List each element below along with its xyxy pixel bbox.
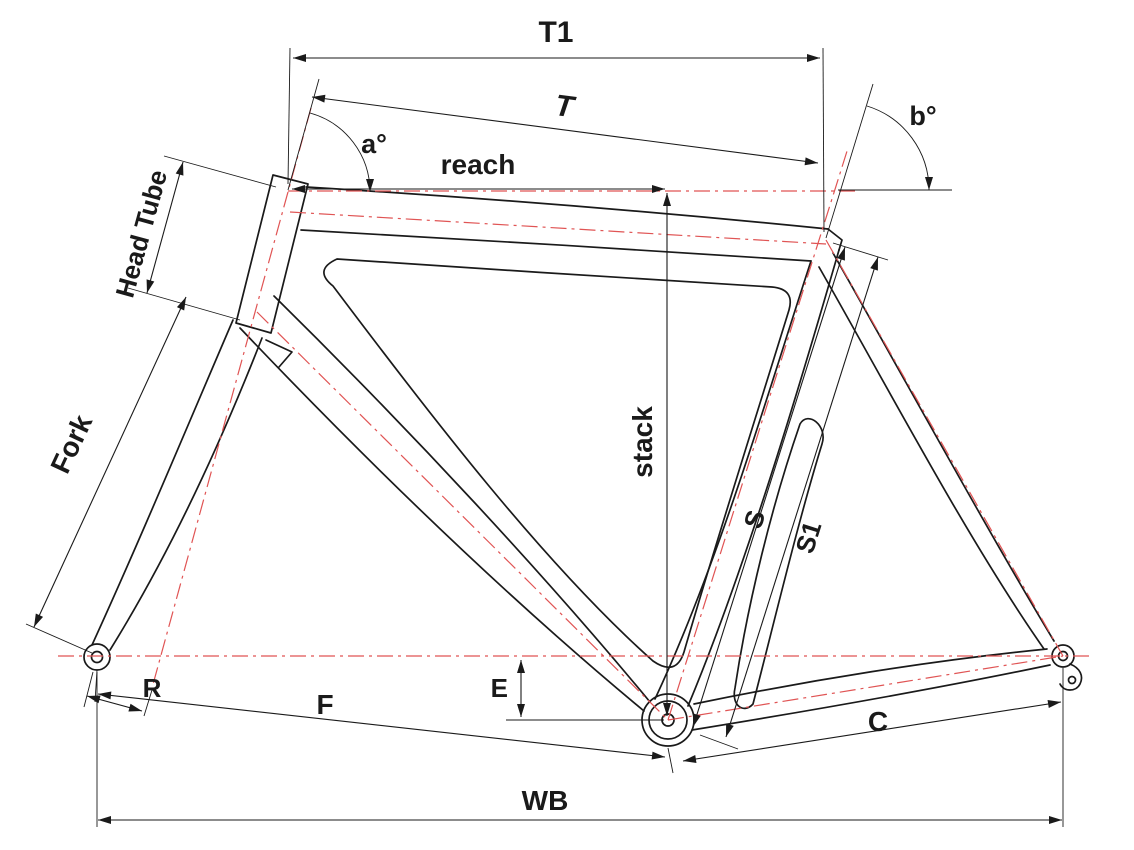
top-tube-lower-edge (300, 229, 812, 262)
dim-f (97, 691, 666, 760)
frame-outline (83, 174, 1083, 747)
down-tube-lower-edge (239, 327, 645, 712)
seat-tube-rear-edge (687, 249, 840, 707)
label-angle-a: a° (361, 129, 387, 159)
dim-t (311, 94, 819, 166)
down-tube-upper-edge (273, 295, 651, 703)
fork-blade-inner-edge (109, 337, 263, 651)
dimension-lines (33, 54, 1062, 824)
label-r: R (143, 673, 162, 703)
bb-lower-extension (667, 747, 674, 774)
seat-cluster (827, 228, 843, 251)
label-s1: S1 (789, 518, 827, 557)
seat-stay-centerline (825, 239, 1064, 657)
head-tube-ext-top (163, 155, 277, 188)
label-e: E (491, 673, 508, 703)
dimension-labels: T1 T a° b° reach Head Tube Fork stack S … (45, 16, 937, 816)
dim-rake (86, 695, 143, 712)
label-f: F (316, 689, 333, 720)
derailleur-hanger-hole (1067, 675, 1077, 685)
front-axle-inner (90, 650, 104, 664)
fork-ext-bottom (25, 623, 93, 654)
front-axle-outer (83, 643, 111, 671)
label-s: S (738, 507, 772, 533)
down-tube-centerline (256, 311, 669, 721)
seat-dim-ext-top (832, 242, 889, 261)
derailleur-hanger (1059, 663, 1083, 691)
dim-s (692, 246, 846, 728)
main-triangle-inner-contour (323, 258, 792, 669)
t1-right-extension (822, 47, 825, 233)
label-reach: reach (441, 149, 516, 180)
t1-left-extension (287, 47, 291, 185)
top-tube-upper-edge (305, 186, 829, 230)
dim-c (682, 700, 1062, 763)
label-t: T (553, 89, 578, 124)
seat-axis-extension (825, 83, 874, 239)
label-stack: stack (627, 406, 658, 478)
dim-head-tube (146, 161, 184, 294)
fork-blade-outer-edge (91, 319, 234, 646)
dim-fork (33, 296, 187, 628)
angle-b-arc (866, 105, 933, 191)
extension-lines (25, 47, 1064, 827)
seat-dim-ext-bottom (699, 734, 739, 750)
seat-tube-front-edge (654, 260, 812, 700)
label-angle-b: b° (909, 101, 936, 131)
centerlines (58, 107, 1092, 721)
head-tube-gusset (265, 339, 293, 368)
head-tube-ext-bottom (127, 287, 241, 321)
head-tube (235, 174, 309, 334)
label-fork: Fork (45, 410, 99, 478)
label-t1: T1 (538, 16, 573, 49)
label-wb: WB (522, 785, 569, 816)
steering-axis-extension (287, 78, 320, 191)
top-tube-centerline (289, 211, 827, 245)
steering-axis-centerline (151, 107, 312, 689)
label-c: C (868, 706, 888, 737)
dim-s1 (725, 256, 879, 738)
rake-axle-extension (83, 671, 94, 708)
seat-tube-cutout-blade (733, 417, 824, 710)
seat-stay-lower-edge (818, 266, 1045, 650)
